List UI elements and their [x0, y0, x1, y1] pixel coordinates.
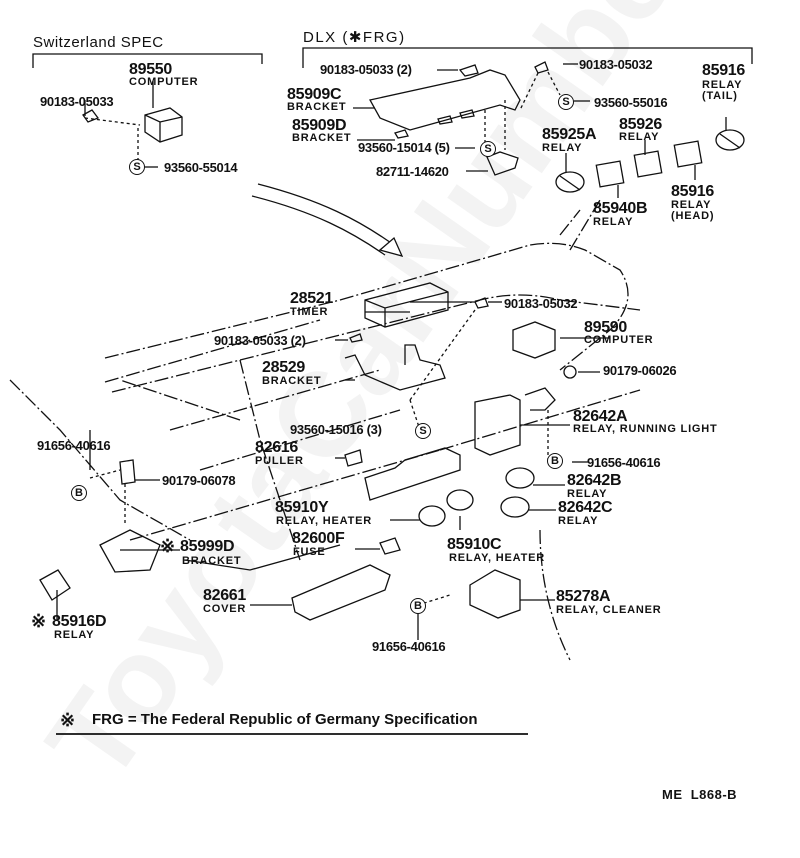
bracket-85909c-drawing — [369, 61, 561, 176]
part-85278a-number[interactable]: 85278A — [556, 588, 611, 605]
part-82642b-number[interactable]: 82642B — [567, 472, 622, 489]
switzerland-spec-title: Switzerland SPEC — [33, 34, 164, 51]
center-parts-drawing — [344, 282, 577, 501]
part-85909d-name: BRACKET — [292, 132, 352, 144]
part-90179-06026[interactable]: 90179-06026 — [603, 363, 677, 378]
part-85916-tail-number[interactable]: 85916 — [702, 62, 745, 79]
part-85910y-name: RELAY, HEATER — [276, 515, 372, 527]
part-85909d-number[interactable]: 85909D — [292, 117, 347, 134]
part-85916-head-number[interactable]: 85916 — [671, 183, 714, 200]
part-85910c-name: RELAY, HEATER — [449, 552, 545, 564]
part-89590-name: COMPUTER — [584, 334, 654, 346]
computer-89550-drawing — [82, 81, 183, 160]
part-85916-tail-name2: (TAIL) — [702, 90, 738, 102]
part-93560-55014[interactable]: 93560-55014 — [164, 160, 238, 175]
part-85926-name: RELAY — [619, 131, 660, 143]
part-85940b-number[interactable]: 85940B — [593, 200, 648, 217]
s-symbol-icon: S — [415, 423, 431, 439]
dlx-frg-title: DLX (✱FRG) — [303, 29, 406, 46]
frg-mark-icon: ※ — [31, 611, 47, 631]
switzerland-bracket — [32, 53, 263, 68]
relay-cluster-drawing — [555, 117, 745, 198]
part-82661-number[interactable]: 82661 — [203, 587, 246, 604]
lower-relays-drawing — [39, 430, 535, 621]
part-82616-number[interactable]: 82616 — [255, 439, 298, 456]
part-85925a-name: RELAY — [542, 142, 583, 154]
part-82600f-number[interactable]: 82600F — [292, 530, 345, 547]
part-90183-05032-top[interactable]: 90183-05032 — [579, 57, 653, 72]
dlx-bracket — [302, 47, 753, 68]
part-85926-number[interactable]: 85926 — [619, 116, 662, 133]
part-85916-head-name: RELAY — [671, 199, 712, 211]
part-91656-40616-left[interactable]: 91656-40616 — [37, 438, 111, 453]
part-90183-05033-sw[interactable]: 90183-05033 — [40, 94, 114, 109]
part-85909c-number[interactable]: 85909C — [287, 86, 342, 103]
part-85910y-number[interactable]: 85910Y — [275, 499, 329, 516]
b-symbol-icon: B — [410, 598, 426, 614]
part-82661-name: COVER — [203, 603, 247, 615]
part-90183-05033-2-mid[interactable]: 90183-05033 (2) — [214, 333, 306, 348]
part-89550-number[interactable]: 89550 — [129, 61, 172, 78]
part-85999d-name: BRACKET — [182, 555, 242, 567]
part-85940b-name: RELAY — [593, 216, 634, 228]
part-85916-tail-name: RELAY — [702, 79, 743, 91]
part-28521-number[interactable]: 28521 — [290, 290, 333, 307]
part-85278a-name: RELAY, CLEANER — [556, 604, 662, 616]
part-82616-name: PULLER — [255, 455, 304, 467]
part-89550-name: COMPUTER — [129, 76, 199, 88]
footnote-mark-icon: ※ — [60, 710, 76, 730]
part-85909c-name: BRACKET — [287, 101, 347, 113]
s-symbol-icon: S — [129, 159, 145, 175]
part-85910c-number[interactable]: 85910C — [447, 536, 502, 553]
diagram-code: ME L868-B — [662, 787, 738, 802]
b-symbol-icon: B — [547, 453, 563, 469]
part-82642c-number[interactable]: 82642C — [558, 499, 613, 516]
part-85999d-number[interactable]: 85999D — [180, 538, 235, 555]
b-symbol-icon: B — [71, 485, 87, 501]
part-28529-name: BRACKET — [262, 375, 322, 387]
part-28521-name: TIMER — [290, 306, 329, 318]
part-90183-05032-mid[interactable]: 90183-05032 — [504, 296, 578, 311]
part-82642c-name: RELAY — [558, 515, 599, 527]
footnote-text: FRG = The Federal Republic of Germany Sp… — [92, 711, 478, 728]
part-93560-15016[interactable]: 93560-15016 (3) — [290, 422, 382, 437]
part-91656-40616-bottom[interactable]: 91656-40616 — [372, 639, 446, 654]
part-91656-40616-right[interactable]: 91656-40616 — [587, 455, 661, 470]
s-symbol-icon: S — [480, 141, 496, 157]
curved-arrow — [251, 183, 404, 257]
leader-lines — [56, 63, 610, 640]
part-90183-05033-2-top[interactable]: 90183-05033 (2) — [320, 62, 412, 77]
part-85916d-number[interactable]: 85916D — [52, 613, 107, 630]
part-82642a-number[interactable]: 82642A — [573, 408, 628, 425]
part-28529-number[interactable]: 28529 — [262, 359, 305, 376]
frg-mark-icon: ※ — [160, 536, 176, 556]
part-82642a-name: RELAY, RUNNING LIGHT — [573, 423, 718, 435]
part-85925a-number[interactable]: 85925A — [542, 126, 597, 143]
part-93560-15014[interactable]: 93560-15014 (5) — [358, 140, 450, 155]
part-93560-55016[interactable]: 93560-55016 — [594, 95, 668, 110]
part-89590-number[interactable]: 89590 — [584, 319, 627, 336]
part-90179-06078[interactable]: 90179-06078 — [162, 473, 236, 488]
part-85916d-name: RELAY — [54, 629, 95, 641]
part-85916-head-name2: (HEAD) — [671, 210, 715, 222]
part-82600f-name: FUSE — [293, 546, 326, 558]
part-82642b-name: RELAY — [567, 488, 608, 500]
s-symbol-icon: S — [558, 94, 574, 110]
part-82711-14620[interactable]: 82711-14620 — [376, 164, 449, 179]
